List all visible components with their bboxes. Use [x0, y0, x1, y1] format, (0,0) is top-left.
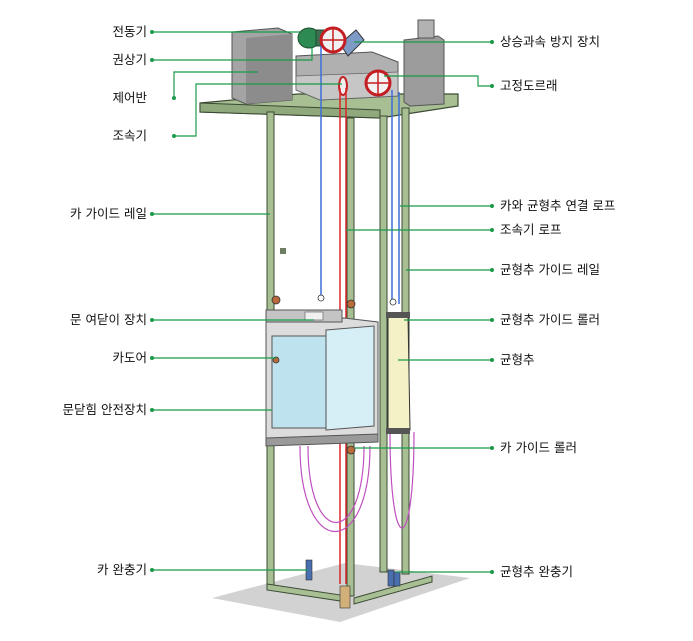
- counterweight-block: [386, 312, 411, 434]
- traction-sheave: [319, 26, 347, 54]
- label-suspension-rope: 카와 균형추 연결 로프: [500, 198, 616, 213]
- right-cabinet: [403, 19, 445, 107]
- label-control-panel: 제어반: [112, 90, 147, 105]
- leader-governor: [174, 83, 342, 137]
- label-deflector-sheave: 고정도르래: [500, 78, 558, 93]
- control-panel-cabinet: [231, 27, 293, 105]
- label-hoist: 권상기: [112, 52, 147, 67]
- label-overspeed: 상승과속 방지 장치: [500, 34, 600, 49]
- right-leader-lines: [346, 41, 492, 573]
- right-leader-dots: [490, 40, 494, 574]
- label-car-door: 카도어: [112, 350, 147, 365]
- governor-sheave: [338, 76, 348, 96]
- deflector-sheave: [364, 69, 392, 97]
- label-motor: 전동기: [112, 24, 147, 39]
- rail-bracket: [280, 248, 286, 254]
- overspeed-device: [339, 29, 365, 57]
- label-car-guide-rail: 카 가이드 레일: [70, 206, 147, 221]
- leader-control: [173, 71, 258, 98]
- label-door-safety: 문닫힘 안전장치: [62, 402, 147, 417]
- label-car-buffer: 카 완충기: [97, 562, 147, 577]
- compensation-ropes: [299, 431, 415, 533]
- leader-hoist: [152, 48, 313, 61]
- left-leader-lines: [152, 31, 342, 571]
- elevator-car: [265, 309, 379, 447]
- label-cw-guide-rail: 균형추 가이드 레일: [500, 262, 600, 277]
- guide-rollers: [271, 294, 397, 455]
- label-car-guide-roller: 카 가이드 롤러: [500, 440, 577, 455]
- label-cw-buffer: 균형추 완충기: [500, 564, 573, 579]
- leader-deflector: [384, 75, 492, 87]
- label-cw-guide-roller: 균형추 가이드 롤러: [500, 312, 600, 327]
- label-door-operator: 문 여닫이 장치: [70, 312, 147, 327]
- label-governor-rope: 조속기 로프: [500, 222, 562, 237]
- left-leader-dots: [150, 30, 176, 572]
- label-governor: 조속기: [112, 128, 147, 143]
- hoist-ropes: [320, 46, 400, 304]
- label-counterweight: 균형추: [500, 352, 535, 367]
